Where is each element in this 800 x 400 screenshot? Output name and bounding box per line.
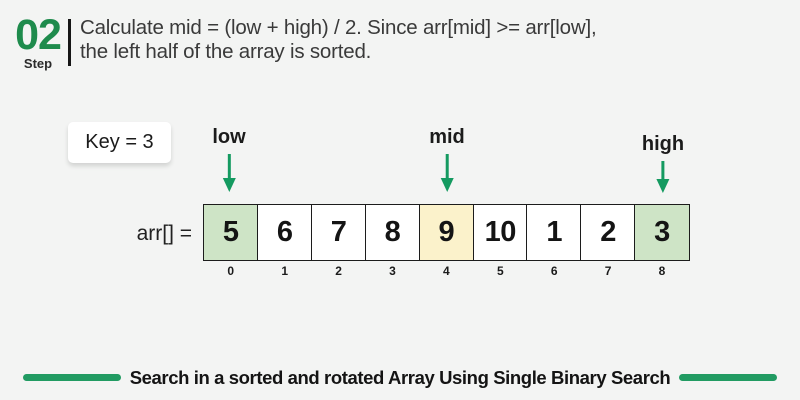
down-arrow-icon	[656, 161, 670, 193]
array-cell-1: 6 1	[256, 204, 313, 278]
array-cell-2: 7 2	[310, 204, 367, 278]
footer-right-bar	[679, 374, 778, 381]
cell-value: 5	[222, 216, 239, 248]
cell-index: 2	[335, 264, 342, 278]
cell-value: 6	[276, 216, 293, 248]
footer: Search in a sorted and rotated Array Usi…	[0, 365, 800, 390]
cell-index: 1	[281, 264, 288, 278]
array-cell-6: 1 6	[526, 204, 582, 278]
cell-value: 1	[546, 216, 562, 248]
step-description: Calculate mid = (low + high) / 2. Since …	[80, 16, 597, 64]
cell-value: 7	[330, 216, 347, 248]
footer-title: Search in a sorted and rotated Array Usi…	[129, 366, 671, 388]
cell-index: 8	[658, 264, 666, 278]
pointer-mid: mid	[429, 126, 465, 192]
step-description-line1: Calculate mid = (low + high) / 2. Since …	[80, 16, 597, 39]
cell-index: 7	[604, 264, 612, 278]
array-row: 5 0 6 1 7 2 8 3 9 4 10 5 1 6 2 7 3 8	[203, 204, 690, 278]
cell-index: 6	[550, 264, 558, 278]
array-cell-7: 2 7	[580, 204, 636, 278]
cell-value: 2	[600, 216, 616, 248]
array-cell-5: 10 5	[472, 204, 529, 278]
cell-index: 0	[227, 264, 235, 278]
footer-left-bar	[22, 374, 121, 381]
header-divider	[68, 19, 71, 66]
array-cell-4: 9 4	[418, 204, 475, 278]
cell-index: 3	[389, 264, 396, 278]
pointer-low-label: low	[212, 126, 246, 148]
pointer-high-label: high	[641, 133, 685, 155]
cell-index: 4	[443, 264, 450, 278]
step-number: 02	[15, 11, 62, 59]
key-badge: Key = 3	[68, 122, 171, 163]
step-description-line2: the left half of the array is sorted.	[80, 40, 372, 63]
pointer-high: high	[642, 133, 684, 193]
array-cell-0: 5 0	[203, 204, 259, 278]
array-cell-3: 8 3	[364, 204, 421, 278]
step-label: Step	[23, 56, 53, 71]
step-block: 02 Step	[10, 11, 66, 72]
cell-value: 8	[384, 216, 401, 248]
pointer-mid-label: mid	[429, 126, 465, 148]
array-cell-8: 3 8	[634, 204, 690, 278]
pointer-low: low	[212, 126, 246, 192]
down-arrow-icon	[440, 154, 454, 192]
cell-index: 5	[496, 264, 504, 278]
cell-value: 3	[654, 216, 670, 248]
cell-value: 9	[438, 216, 455, 248]
down-arrow-icon	[222, 154, 236, 192]
cell-value: 10	[484, 216, 517, 248]
array-label: arr[] =	[136, 222, 192, 245]
